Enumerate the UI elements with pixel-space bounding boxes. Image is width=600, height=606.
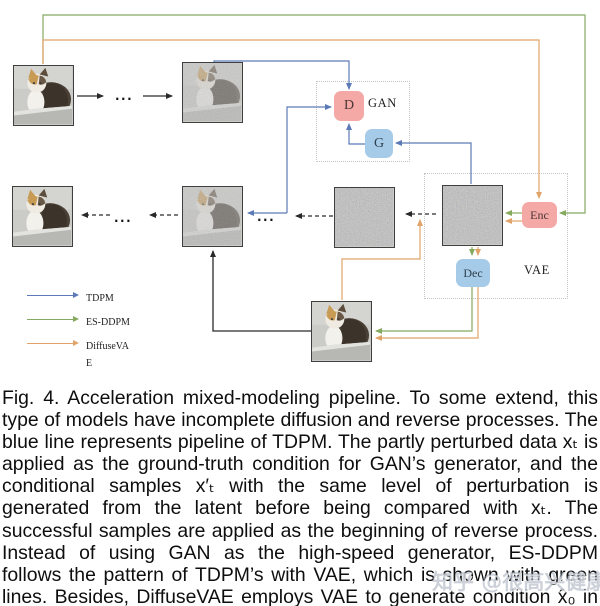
- figure-caption: Fig. 4. Acceleration mixed-modeling pipe…: [2, 387, 598, 606]
- encoder-node: Enc: [522, 202, 557, 228]
- legend-label-tdpm: TDPM: [86, 293, 114, 304]
- vae-group-box: [424, 173, 568, 299]
- green-arrow-icon: [27, 316, 79, 322]
- vae-group-label: VAE: [524, 263, 550, 277]
- legend: TDPM ES-DDPM DiffuseVAE: [27, 290, 134, 379]
- generator-node: G: [365, 129, 393, 158]
- discriminator-node: D: [334, 91, 364, 121]
- esddpm-decoder-to-sample: [375, 287, 473, 334]
- pipeline-arrows: [42, 14, 586, 341]
- tdpm-sample-to-discriminator: [286, 104, 332, 213]
- esddpm-x0-to-encoder: [42, 14, 586, 216]
- ellipsis-reverse-left: ...: [114, 211, 133, 225]
- decoder-node: Dec: [456, 259, 490, 287]
- latent-noise-image: [442, 185, 503, 246]
- tdpm-latent-to-generator: [395, 140, 472, 184]
- pipeline-diagram: D G Enc Dec GAN VAE ... ... ... TDPM ES-…: [12, 14, 586, 379]
- tdpm-xt-to-discriminator: [213, 60, 352, 90]
- blue-arrow-icon: [27, 292, 79, 298]
- legend-item-tdpm: TDPM: [27, 290, 134, 307]
- clean-cat-image-reverse: [12, 186, 73, 247]
- legend-item-diffusevae: DiffuseVAE: [27, 338, 134, 372]
- sample-feedback-arrow: [210, 250, 311, 332]
- diffusevae-decoder-to-sample: [375, 287, 479, 341]
- legend-item-esddpm: ES-DDPM: [27, 314, 134, 331]
- legend-label-esddpm: ES-DDPM: [86, 317, 130, 328]
- clean-cat-image-top: [13, 65, 74, 126]
- legend-label-diffusevae: DiffuseVAE: [86, 341, 129, 369]
- orange-arrow-icon: [27, 340, 79, 346]
- gan-group-label: GAN: [368, 96, 397, 110]
- noisy-cat-image-xt-top: [182, 62, 243, 123]
- diffusevae-x0-to-encoder: [42, 39, 542, 199]
- ellipsis-reverse-mid: ...: [257, 210, 276, 224]
- pure-noise-image: [334, 187, 395, 248]
- noisy-cat-image-reverse: [182, 186, 243, 247]
- ellipsis-top-row: ...: [115, 89, 134, 103]
- generated-cat-image: [311, 301, 372, 362]
- gan-group-box: [316, 81, 410, 162]
- tdpm-generator-to-discriminator: [346, 123, 365, 145]
- diffusevae-condition-to-sampling: [341, 219, 423, 300]
- watermark-zhihu: 知乎 @很高兴健康: [432, 570, 600, 594]
